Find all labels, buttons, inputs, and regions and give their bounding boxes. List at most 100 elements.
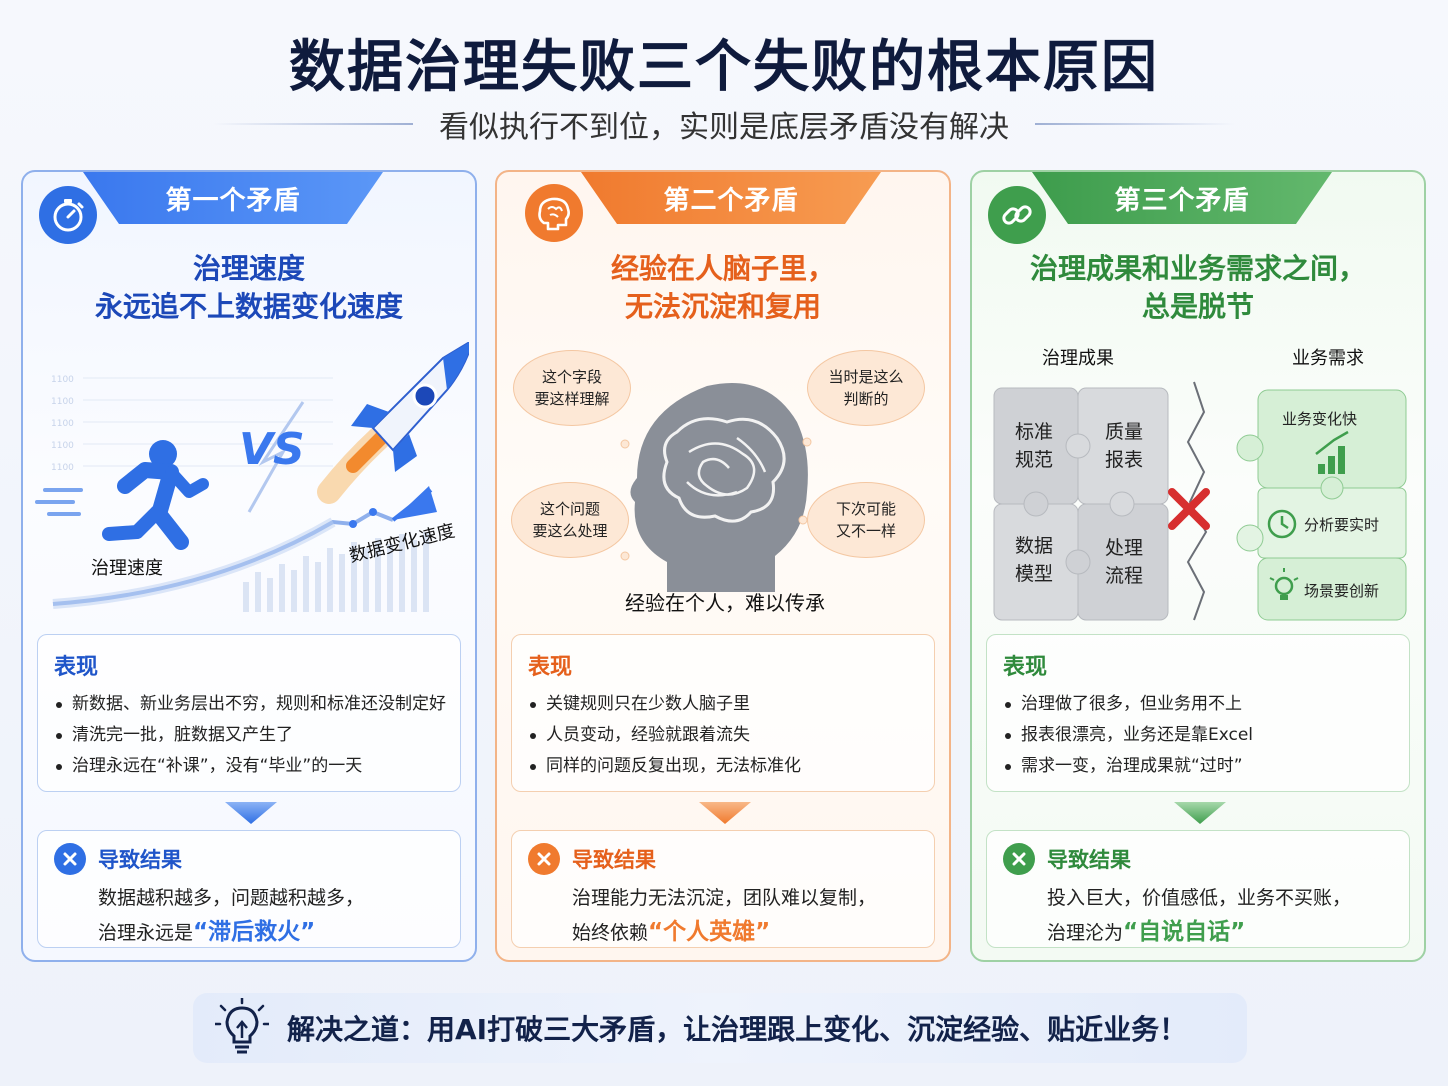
result-line-1: 数据越积越多，问题越积越多， bbox=[98, 887, 365, 909]
runner-label: 治理速度 bbox=[91, 558, 163, 579]
symptom-item: 新数据、新业务层出不穷，规则和标准还没制定好 bbox=[54, 689, 446, 720]
heading-line: 治理成果和业务需求之间， bbox=[1029, 252, 1366, 285]
card-tab-2: 第二个矛盾 bbox=[581, 172, 881, 224]
thought-bubble: 下次可能又不一样 bbox=[807, 482, 925, 558]
symptoms-title: 表现 bbox=[528, 655, 573, 680]
x-circle-icon bbox=[54, 843, 86, 875]
symptom-item: 同样的问题反复出现，无法标准化 bbox=[528, 751, 918, 782]
symptom-item: 关键规则只在少数人脑子里 bbox=[528, 689, 918, 720]
mismatch-x-icon bbox=[1168, 488, 1210, 530]
puzzle-piece-label: 数据模型 bbox=[1014, 535, 1053, 585]
heading-line: 永远追不上数据变化速度 bbox=[94, 290, 403, 323]
thought-bubble: 当时是这么判断的 bbox=[807, 350, 925, 426]
brain-caption: 经验在个人，难以传承 bbox=[625, 591, 825, 615]
bg-tick: 1100 bbox=[51, 419, 74, 429]
result-panel-1: 导致结果 数据越积越多，问题越积越多， 治理永远是“滞后救火” bbox=[37, 830, 461, 948]
bubble-line: 要这样理解 bbox=[534, 390, 610, 408]
symptoms-panel-2: 表现 关键规则只在少数人脑子里 人员变动，经验就跟着流失 同样的问题反复出现，无… bbox=[511, 634, 935, 792]
card-heading-1: 治理速度 永远追不上数据变化速度 bbox=[23, 250, 475, 326]
page-subtitle: 看似执行不到位，实则是底层矛盾没有解决 bbox=[439, 110, 1009, 145]
brain-icon bbox=[525, 184, 583, 242]
puzzle-piece-label: 质量报表 bbox=[1104, 421, 1143, 471]
bubble-line: 要这么处理 bbox=[532, 522, 608, 540]
head-silhouette-icon bbox=[630, 382, 808, 592]
puzzle-illustration: 治理成果 业务需求 bbox=[982, 342, 1418, 622]
need-label: 场景要创新 bbox=[1304, 582, 1380, 600]
result-panel-2: 导致结果 治理能力无法沉淀，团队难以复制， 始终依赖“个人英雄” bbox=[511, 830, 935, 948]
bg-tick: 1100 bbox=[51, 397, 74, 407]
bubble-line: 这个字段 bbox=[541, 368, 602, 386]
x-circle-icon bbox=[1003, 843, 1035, 875]
lightbulb-idea-icon bbox=[213, 996, 271, 1058]
result-panel-3: 导致结果 投入巨大，价值感低，业务不买账， 治理沦为“自说自话” bbox=[986, 830, 1410, 948]
result-title: 导致结果 bbox=[98, 848, 182, 872]
lightbulb-icon bbox=[1269, 568, 1299, 600]
result-line-1: 治理能力无法沉淀，团队难以复制， bbox=[572, 887, 877, 909]
thought-bubble: 这个字段要这样理解 bbox=[513, 350, 631, 426]
symptoms-title: 表现 bbox=[54, 655, 99, 680]
bg-tick: 1100 bbox=[51, 441, 74, 451]
contradiction-card-3: 第三个矛盾 治理成果和业务需求之间， 总是脱节 治理成果 业务需求 bbox=[970, 170, 1426, 962]
symptoms-title: 表现 bbox=[1003, 655, 1048, 680]
solution-text: 解决之道：用AI打破三大矛盾，让治理跟上变化、沉淀经验、贴近业务！ bbox=[287, 1013, 1188, 1046]
heading-line: 治理速度 bbox=[192, 252, 305, 285]
puzzle-pieces-gray bbox=[993, 387, 1169, 621]
bg-tick: 1100 bbox=[51, 463, 74, 473]
bar-chart-icon bbox=[1315, 430, 1349, 474]
contradiction-card-1: 第一个矛盾 治理速度 永远追不上数据变化速度 1100 1100 1100 11… bbox=[21, 170, 477, 962]
result-prefix: 始终依赖 bbox=[572, 922, 649, 944]
solution-banner: 解决之道：用AI打破三大矛盾，让治理跟上变化、沉淀经验、贴近业务！ bbox=[193, 993, 1247, 1063]
down-arrow-icon bbox=[699, 802, 751, 824]
need-label: 分析要实时 bbox=[1304, 516, 1380, 534]
result-prefix: 治理永远是 bbox=[98, 922, 194, 944]
need-label: 业务变化快 bbox=[1282, 410, 1358, 428]
result-line-1: 投入巨大，价值感低，业务不买账， bbox=[1047, 887, 1352, 909]
result-prefix: 治理沦为 bbox=[1047, 922, 1124, 944]
left-group-title: 治理成果 bbox=[1042, 348, 1114, 369]
symptom-item: 治理做了很多，但业务用不上 bbox=[1003, 689, 1393, 720]
bubble-line: 判断的 bbox=[843, 390, 889, 408]
result-highlight: “个人英雄” bbox=[648, 919, 771, 945]
down-arrow-icon bbox=[1174, 802, 1226, 824]
result-highlight: “滞后救火” bbox=[193, 919, 316, 945]
symptom-item: 清洗完一批，脏数据又产生了 bbox=[54, 720, 444, 751]
subtitle-row: 看似执行不到位，实则是底层矛盾没有解决 bbox=[0, 104, 1448, 145]
result-title: 导致结果 bbox=[1047, 848, 1131, 872]
symptom-item: 治理永远在“补课”，没有“毕业”的一天 bbox=[54, 751, 444, 782]
heading-line: 总是脱节 bbox=[1141, 290, 1254, 323]
symptom-item: 人员变动，经验就跟着流失 bbox=[528, 720, 918, 751]
result-line-2: 始终依赖“个人英雄” bbox=[528, 915, 918, 950]
card-heading-3: 治理成果和业务需求之间， 总是脱节 bbox=[972, 250, 1424, 326]
result-title: 导致结果 bbox=[572, 848, 656, 872]
card-tab-1: 第一个矛盾 bbox=[83, 172, 383, 224]
divider-left bbox=[213, 123, 413, 125]
result-line-2: 治理永远是“滞后救火” bbox=[54, 915, 444, 950]
link-icon bbox=[988, 186, 1046, 244]
right-group-title: 业务需求 bbox=[1292, 348, 1364, 369]
bubble-line: 又不一样 bbox=[835, 522, 896, 540]
symptom-item: 报表很漂亮，业务还是靠Excel bbox=[1003, 720, 1393, 751]
heading-line: 经验在人脑子里， bbox=[610, 252, 835, 285]
puzzle-piece-label: 处理流程 bbox=[1104, 537, 1143, 587]
puzzle-piece-label: 标准规范 bbox=[1014, 421, 1053, 471]
divider-right bbox=[1035, 123, 1235, 125]
rocket-icon bbox=[317, 337, 475, 504]
running-person-icon bbox=[35, 440, 209, 550]
bubble-line: 这个问题 bbox=[539, 500, 600, 518]
contradiction-card-2: 第二个矛盾 经验在人脑子里， 无法沉淀和复用 经验在个人，难以传承 这个字段要这… bbox=[495, 170, 951, 962]
symptoms-panel-3: 表现 治理做了很多，但业务用不上 报表很漂亮，业务还是靠Excel 需求一变，治… bbox=[986, 634, 1410, 792]
clock-icon bbox=[1267, 509, 1297, 539]
card-tab-3: 第三个矛盾 bbox=[1032, 172, 1332, 224]
bubble-line: 下次可能 bbox=[835, 500, 896, 518]
symptoms-panel-1: 表现 新数据、新业务层出不穷，规则和标准还没制定好 清洗完一批，脏数据又产生了 … bbox=[37, 634, 461, 792]
thought-bubble: 这个问题要这么处理 bbox=[511, 482, 629, 558]
page-title: 数据治理失败三个失败的根本原因 bbox=[289, 35, 1159, 100]
result-highlight: “自说自话” bbox=[1123, 919, 1246, 945]
vs-label: VS bbox=[239, 424, 305, 475]
brain-illustration: 经验在个人，难以传承 这个字段要这样理解 当时是这么判断的 这个问题要这么处理 … bbox=[507, 342, 943, 622]
speed-illustration: 1100 1100 1100 1100 1100 bbox=[33, 337, 475, 622]
card-heading-2: 经验在人脑子里， 无法沉淀和复用 bbox=[497, 250, 949, 326]
bg-tick: 1100 bbox=[51, 375, 74, 385]
x-circle-icon bbox=[528, 843, 560, 875]
symptom-item: 需求一变，治理成果就“过时” bbox=[1003, 751, 1393, 782]
